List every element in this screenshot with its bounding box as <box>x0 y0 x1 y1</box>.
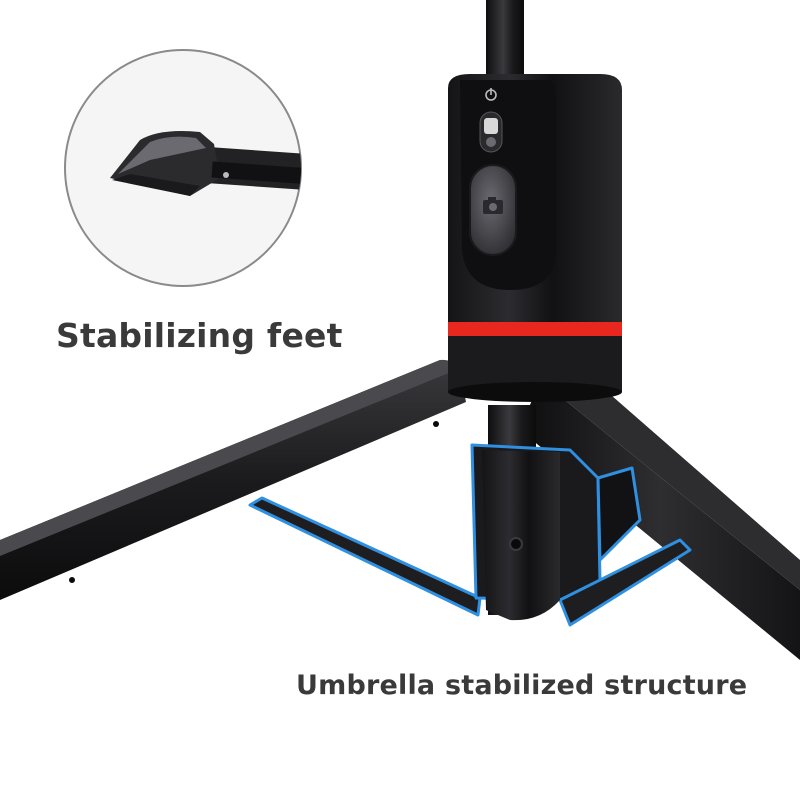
power-icon <box>485 88 497 101</box>
camera-shutter-icon[interactable] <box>469 164 517 256</box>
feet-detail-inset <box>64 49 302 287</box>
stabilizing-feet-caption: Stabilizing feet <box>56 316 343 355</box>
right-leg <box>520 380 800 660</box>
left-leg <box>0 359 466 600</box>
red-accent-ring <box>448 322 622 336</box>
umbrella-struts <box>248 443 692 627</box>
lock-switch-icon[interactable] <box>479 111 503 153</box>
umbrella-structure-caption: Umbrella stabilized structure <box>296 670 748 701</box>
column-foot <box>482 450 560 621</box>
